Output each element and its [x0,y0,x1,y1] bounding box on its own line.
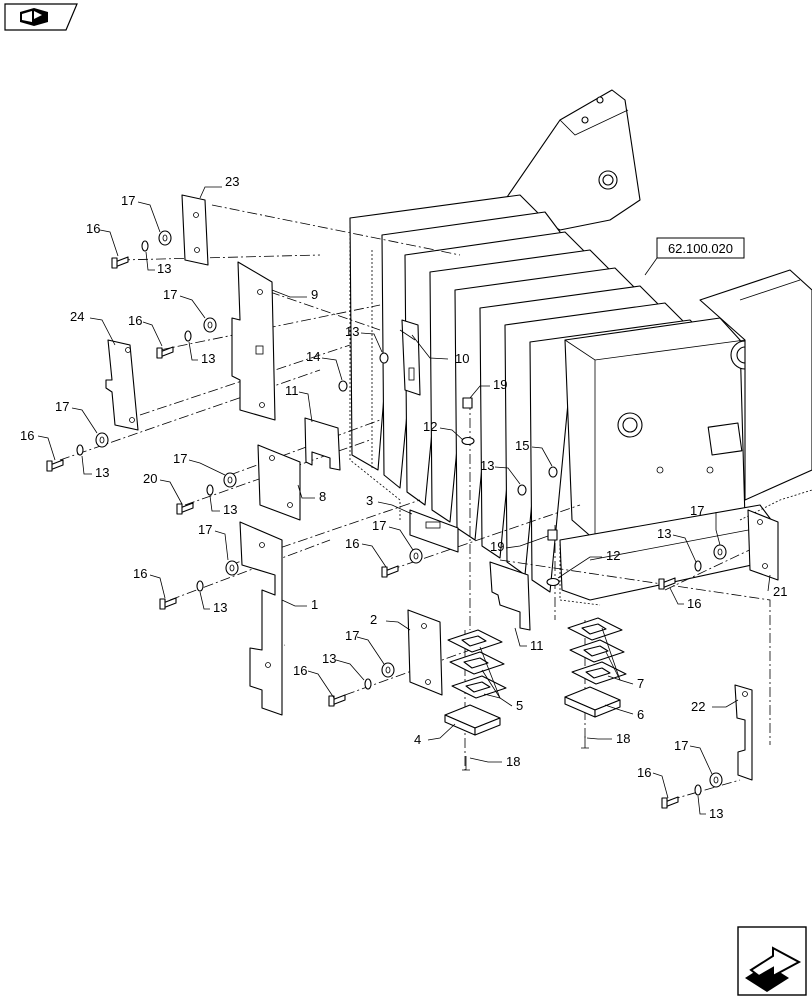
callout-13: 13 [201,351,215,366]
callout-17: 17 [163,287,177,302]
callout-6: 6 [637,707,644,722]
callout-23: 23 [225,174,239,189]
washer-13-frame-b [517,484,527,496]
callout-16: 16 [687,596,701,611]
plate-11-upper [304,417,341,471]
callout-13: 13 [213,600,227,615]
fastener-set-24 [46,432,109,472]
fastener-set-3 [381,548,423,578]
plate-2 [407,609,443,696]
callout-15: 15 [515,438,529,453]
callout-5: 5 [516,698,523,713]
callout-12: 12 [423,419,437,434]
callout-17: 17 [198,522,212,537]
washer-13-frame-a [379,352,389,364]
callout-13: 13 [223,502,237,517]
callout-11: 11 [285,383,299,398]
callout-13: 13 [345,324,359,339]
plate-11-lower [489,561,531,631]
callout-18: 18 [506,754,520,769]
plate-22 [734,684,753,781]
bolt-14 [338,380,348,392]
callout-13: 13 [657,526,671,541]
callout-13: 13 [322,651,336,666]
callout-9: 9 [311,287,318,302]
next-page-arrow-icon [745,946,802,992]
callout-3: 3 [366,493,373,508]
nut-15 [548,466,558,478]
callout-17: 17 [372,518,386,533]
plate-1 [239,521,283,716]
fastener-set-8 [176,472,237,515]
leader-lines [37,186,771,815]
callout-24: 24 [70,309,84,324]
callout-12: 12 [606,548,620,563]
bushing-19-upper [462,397,473,409]
callout-20: 20 [143,471,157,486]
plate-23 [181,194,209,266]
callout-21: 21 [773,584,787,599]
callout-labels: 23 17 16 13 9 17 16 13 24 17 16 13 13 10… [20,174,787,821]
fastener-set-23 [111,230,172,269]
callout-1: 1 [311,597,318,612]
callout-22: 22 [691,699,705,714]
callout-11: 11 [530,638,544,653]
plate-8 [257,444,301,521]
callout-13: 13 [709,806,723,821]
next-page-button[interactable] [737,926,807,996]
bushing-19-lower [547,529,558,541]
fastener-set-21 [658,544,727,590]
callout-8: 8 [319,489,326,504]
back-to-index-button[interactable] [4,3,78,31]
washer-12-lower [546,577,560,587]
back-arrow-book-icon [20,8,48,26]
callout-14: 14 [306,349,320,364]
callout-16: 16 [345,536,359,551]
plate-9 [231,261,276,421]
callout-17: 17 [674,738,688,753]
callout-17: 17 [345,628,359,643]
reference-code-box[interactable]: 62.100.020 [656,237,745,259]
callout-4: 4 [414,732,421,747]
callout-16: 16 [637,765,651,780]
callout-7: 7 [637,676,644,691]
callout-19: 19 [490,539,504,554]
plate-21 [747,509,779,581]
wear-pad-6 [564,686,621,749]
wear-pad-4 [444,704,501,771]
bracket-24 [105,339,139,431]
plate-3 [409,509,459,553]
callout-18: 18 [616,731,630,746]
callout-17: 17 [121,193,135,208]
shim-stack-7 [567,617,627,685]
callout-19: 19 [493,377,507,392]
fastener-set-2 [328,662,395,707]
reference-code-label: 62.100.020 [668,241,733,256]
callout-13: 13 [480,458,494,473]
callout-13: 13 [157,261,171,276]
callout-16: 16 [86,221,100,236]
callout-13: 13 [95,465,109,480]
callout-17: 17 [690,503,704,518]
callout-16: 16 [128,313,142,328]
fastener-set-22 [661,772,723,809]
fastener-set-1 [159,560,239,610]
bracket-10 [399,319,421,396]
callout-10: 10 [455,351,469,366]
callout-16: 16 [20,428,34,443]
callout-16: 16 [293,663,307,678]
callout-2: 2 [370,612,377,627]
callout-17: 17 [173,451,187,466]
fastener-set-9 [156,317,217,359]
callout-17: 17 [55,399,69,414]
shim-stack-5 [447,629,507,699]
washer-12-upper [461,436,475,446]
callout-16: 16 [133,566,147,581]
chassis-frame [349,89,812,606]
